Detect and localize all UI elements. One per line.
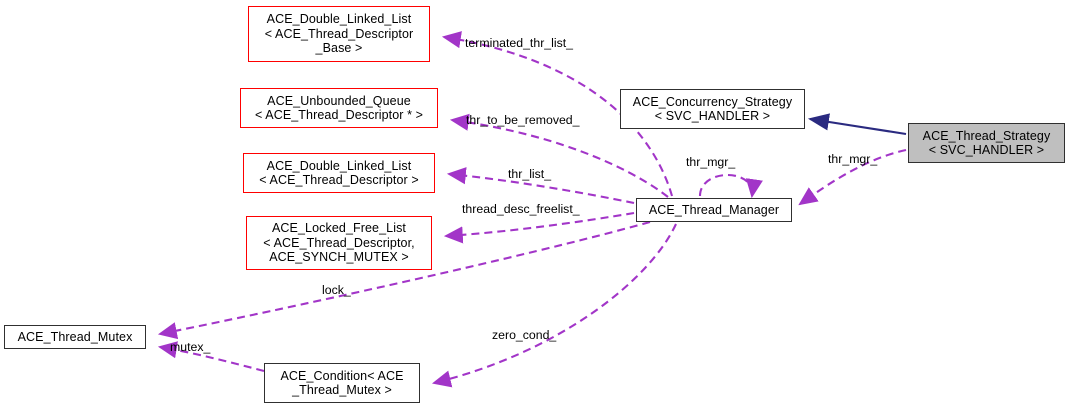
edge-label-thr-mgr-self: thr_mgr_: [686, 155, 736, 169]
edge-label-thr-list: thr_list_: [508, 167, 552, 181]
edge-label-thread-desc-freelist: thread_desc_freelist_: [462, 202, 580, 216]
class-node-ace-double-linked-list-thread-descriptor[interactable]: ACE_Double_Linked_List < ACE_Thread_Desc…: [243, 153, 435, 193]
edge-label-terminated-thr-list: terminated_thr_list_: [465, 36, 573, 50]
class-node-ace-locked-free-list[interactable]: ACE_Locked_Free_List < ACE_Thread_Descri…: [246, 216, 432, 270]
edge-inheritance-thread-strategy: [807, 113, 907, 136]
edge-label-zero-cond: zero_cond_: [492, 328, 557, 342]
edge-label-thr-mgr-strategy: thr_mgr_: [828, 152, 878, 166]
edge-label-mutex: mutex_: [170, 340, 211, 354]
class-node-ace-thread-manager[interactable]: ACE_Thread_Manager: [636, 198, 792, 222]
edge-zero-cond: [431, 223, 677, 388]
class-node-ace-concurrency-strategy[interactable]: ACE_Concurrency_Strategy < SVC_HANDLER >: [620, 89, 805, 129]
edge-thr-mgr-self: [698, 174, 763, 199]
class-node-ace-double-linked-list-thread-descriptor-base[interactable]: ACE_Double_Linked_List < ACE_Thread_Desc…: [248, 6, 430, 62]
edge-label-thr-to-be-removed: thr_to_be_removed_: [466, 113, 580, 127]
edge-thr-to-be-removed: [449, 113, 669, 198]
class-node-ace-thread-strategy[interactable]: ACE_Thread_Strategy < SVC_HANDLER >: [908, 123, 1065, 163]
class-node-ace-unbounded-queue[interactable]: ACE_Unbounded_Queue < ACE_Thread_Descrip…: [240, 88, 438, 128]
class-node-ace-thread-mutex[interactable]: ACE_Thread_Mutex: [4, 325, 146, 349]
edge-label-lock: lock_: [322, 283, 351, 297]
edge-thread-desc-freelist: [443, 211, 635, 244]
class-node-ace-condition-thread-mutex[interactable]: ACE_Condition< ACE _Thread_Mutex >: [264, 363, 420, 403]
